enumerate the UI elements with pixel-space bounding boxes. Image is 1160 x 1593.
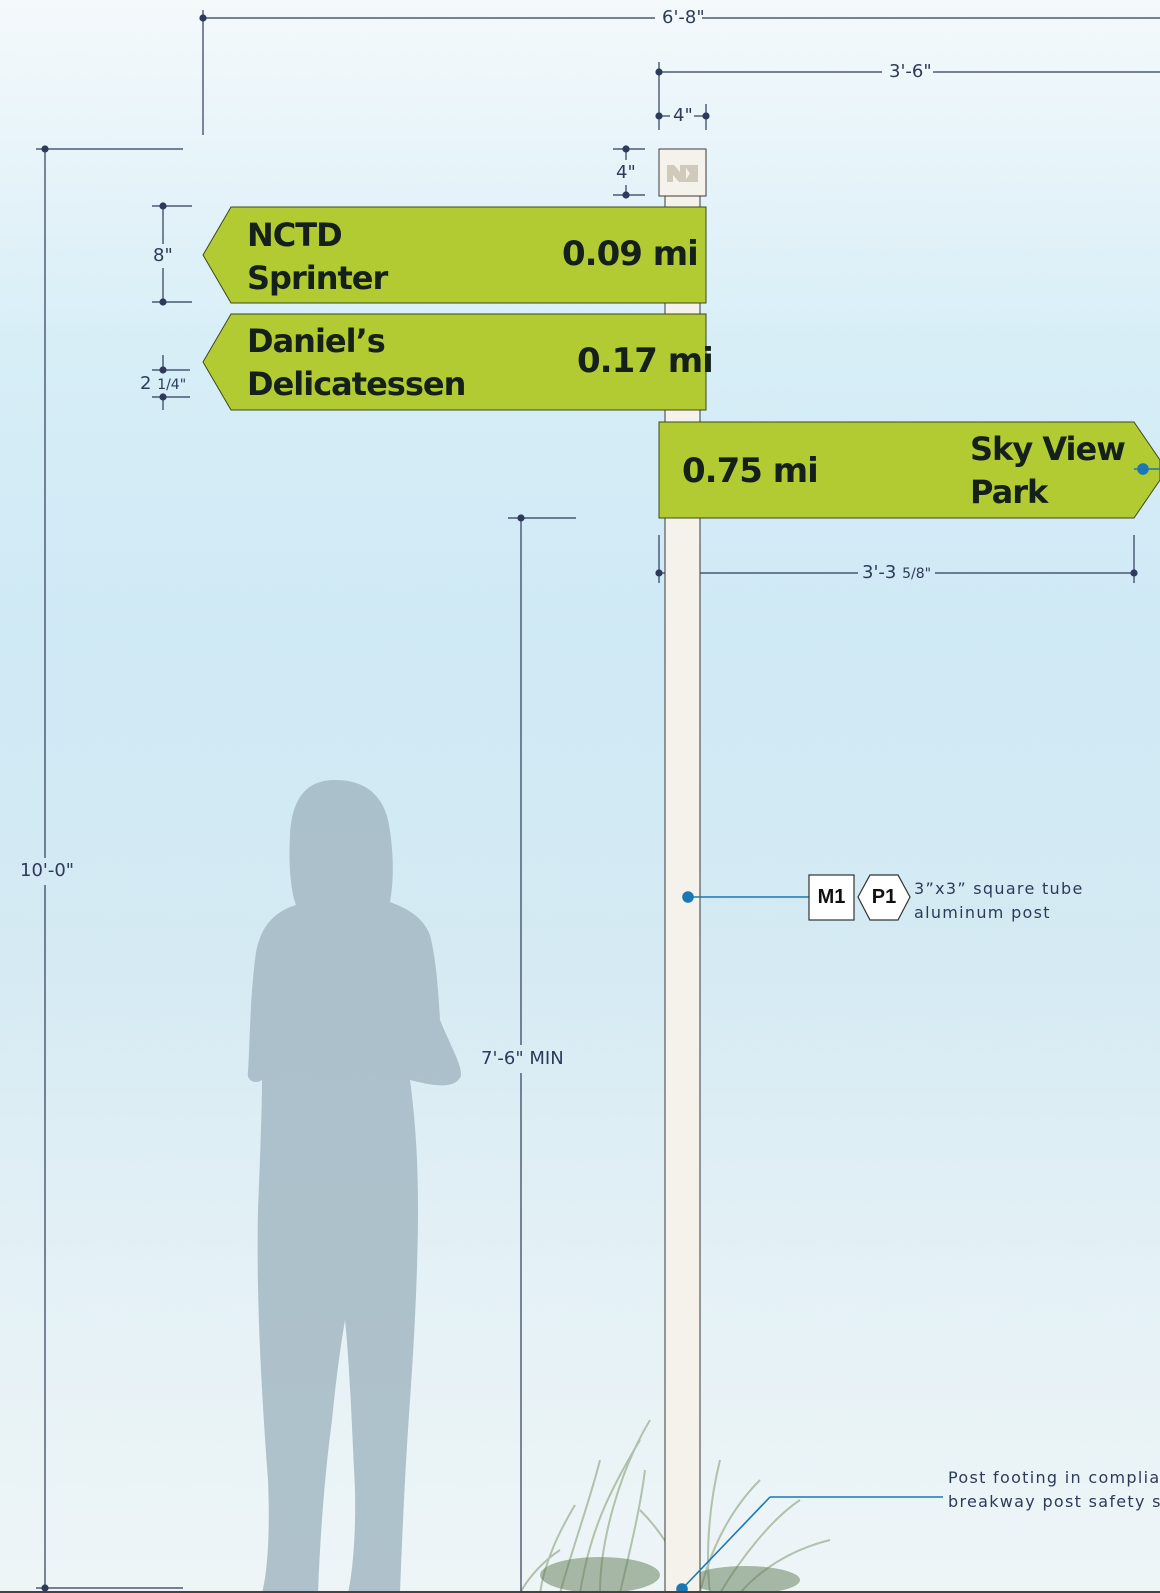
sign-gap-fraction: 1/4" — [157, 377, 187, 393]
paint-tag-p1: P1 — [871, 886, 897, 908]
sign-height-label: 8" — [153, 245, 173, 266]
sign-nctd-distance: 0.09 mi — [562, 234, 699, 274]
post-cap-logo-icon — [667, 165, 698, 182]
sign-gap-label: 2 1/4" — [140, 374, 186, 395]
overall-height-label: 10'-0" — [20, 860, 75, 881]
footing-note-line1: Post footing in complia — [948, 1468, 1160, 1487]
sign-skyview-line1: Sky View — [970, 430, 1126, 468]
human-silhouette — [247, 780, 461, 1593]
cap-height-label: 4" — [616, 162, 636, 183]
arm-width-label: 3'-6" — [889, 61, 932, 82]
sign-nctd-line1: NCTD — [247, 216, 343, 254]
post-width-label: 4" — [673, 105, 693, 126]
material-tag-m1: M1 — [817, 886, 846, 908]
sign-nctd-line2: Sprinter — [247, 259, 388, 297]
footing-note-line2: breakway post safety s — [948, 1492, 1160, 1511]
sign-panel-skyview — [658, 421, 1160, 519]
sign-panel-nctd — [202, 206, 707, 304]
sign-panel-daniels — [202, 313, 707, 411]
sign-daniels-line2: Delicatessen — [247, 365, 466, 403]
post-note-line1: 3”x3” square tube — [914, 879, 1084, 898]
sign-skyview-line2: Park — [970, 473, 1048, 511]
sign-daniels-distance: 0.17 mi — [577, 341, 714, 381]
overall-width-label: 6'-8" — [662, 7, 705, 28]
sign-daniels-line1: Daniel’s — [247, 322, 386, 360]
post-note-line2: aluminum post — [914, 903, 1051, 922]
sign-gap-whole: 2 — [140, 373, 152, 394]
sign-skyview-distance: 0.75 mi — [682, 451, 819, 491]
right-sign-length-fraction: 5/8" — [902, 566, 932, 582]
right-sign-length-label: 3'-3 5/8" — [862, 563, 931, 584]
right-sign-length-whole: 3'-3 — [862, 562, 897, 583]
clearance-label: 7'-6" MIN — [481, 1048, 564, 1069]
